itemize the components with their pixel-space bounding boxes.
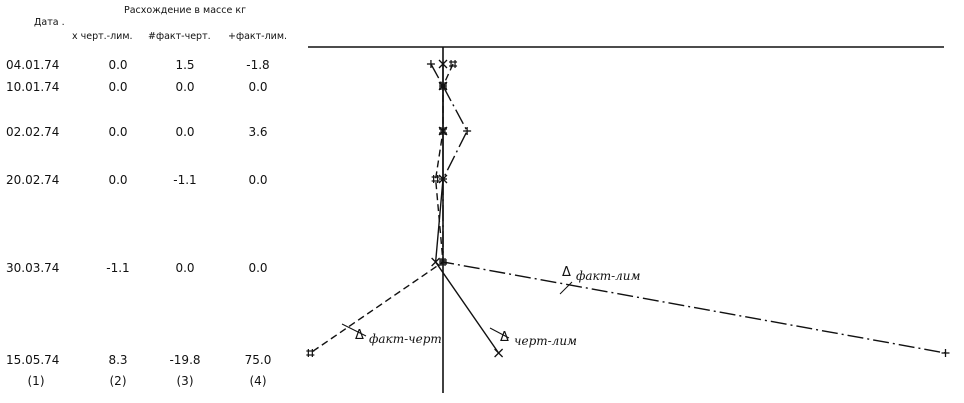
value-cell: 1.5 (175, 58, 195, 72)
data-point (431, 175, 440, 183)
date-cell: 04.01.74 (6, 58, 60, 72)
series-line-черт-лим (434, 64, 500, 354)
value-cell: 0.0 (175, 80, 195, 94)
series-line-факт-лим (430, 63, 946, 354)
annotation-leader (559, 281, 573, 295)
annotation-label: черт-лим (514, 334, 577, 348)
col-header-cherted-lim: х черт.-лим. (72, 31, 133, 42)
value-cell: 0.0 (108, 173, 128, 187)
data-point (439, 175, 447, 183)
value-cell: 0.0 (175, 125, 195, 139)
value-cell: 8.3 (108, 353, 128, 367)
col-header-fakt-lim: +факт-лим. (228, 31, 288, 42)
data-point (463, 127, 472, 135)
annotation-leader (489, 327, 510, 339)
value-cell: 0.0 (248, 80, 268, 94)
value-cell: 0.0 (108, 125, 128, 139)
annotation-label: факт-черт (369, 332, 442, 346)
series-line-факт-черт (309, 63, 454, 354)
value-cell: 0.0 (175, 261, 195, 275)
value-cell: -1.1 (106, 261, 130, 275)
data-point (431, 257, 441, 267)
data-point (426, 60, 435, 68)
date-cell: 02.02.74 (6, 125, 60, 139)
group-header: Расхождение в массе кг (124, 5, 247, 16)
date-cell: 10.01.74 (6, 80, 60, 94)
value-cell: -1.8 (246, 58, 270, 72)
annotation-delta: Δ (562, 265, 571, 280)
annotation-delta: Δ (355, 328, 364, 343)
data-point (439, 82, 447, 90)
value-cell: 0.0 (108, 80, 128, 94)
date-cell: 30.03.74 (6, 261, 60, 275)
col-index-1: (1) (27, 374, 45, 388)
value-cell: 75.0 (244, 353, 272, 367)
data-point (449, 60, 458, 68)
value-cell: -19.8 (169, 353, 201, 367)
date-header: Дата . (34, 17, 65, 28)
data-point (438, 126, 448, 136)
value-cell: 0.0 (248, 173, 268, 187)
col-index-3: (3) (176, 374, 194, 388)
value-cell: 3.6 (248, 125, 268, 139)
data-point (306, 349, 315, 357)
data-point (941, 349, 950, 357)
data-point (439, 127, 447, 135)
col-header-fakt-chert: #факт-черт. (148, 31, 211, 42)
value-cell: -1.1 (173, 173, 197, 187)
value-cell: 0.0 (108, 58, 128, 72)
data-point (494, 348, 504, 358)
col-index-2: (2) (109, 374, 127, 388)
value-cell: 0.0 (248, 261, 268, 275)
date-cell: 15.05.74 (6, 353, 60, 367)
annotation-delta: Δ (500, 330, 509, 345)
data-point (438, 59, 448, 69)
date-cell: 20.02.74 (6, 173, 60, 187)
col-index-4: (4) (249, 374, 267, 388)
data-point (439, 258, 447, 266)
annotation-leader (341, 323, 367, 337)
annotation-label: факт-лим (576, 269, 641, 283)
